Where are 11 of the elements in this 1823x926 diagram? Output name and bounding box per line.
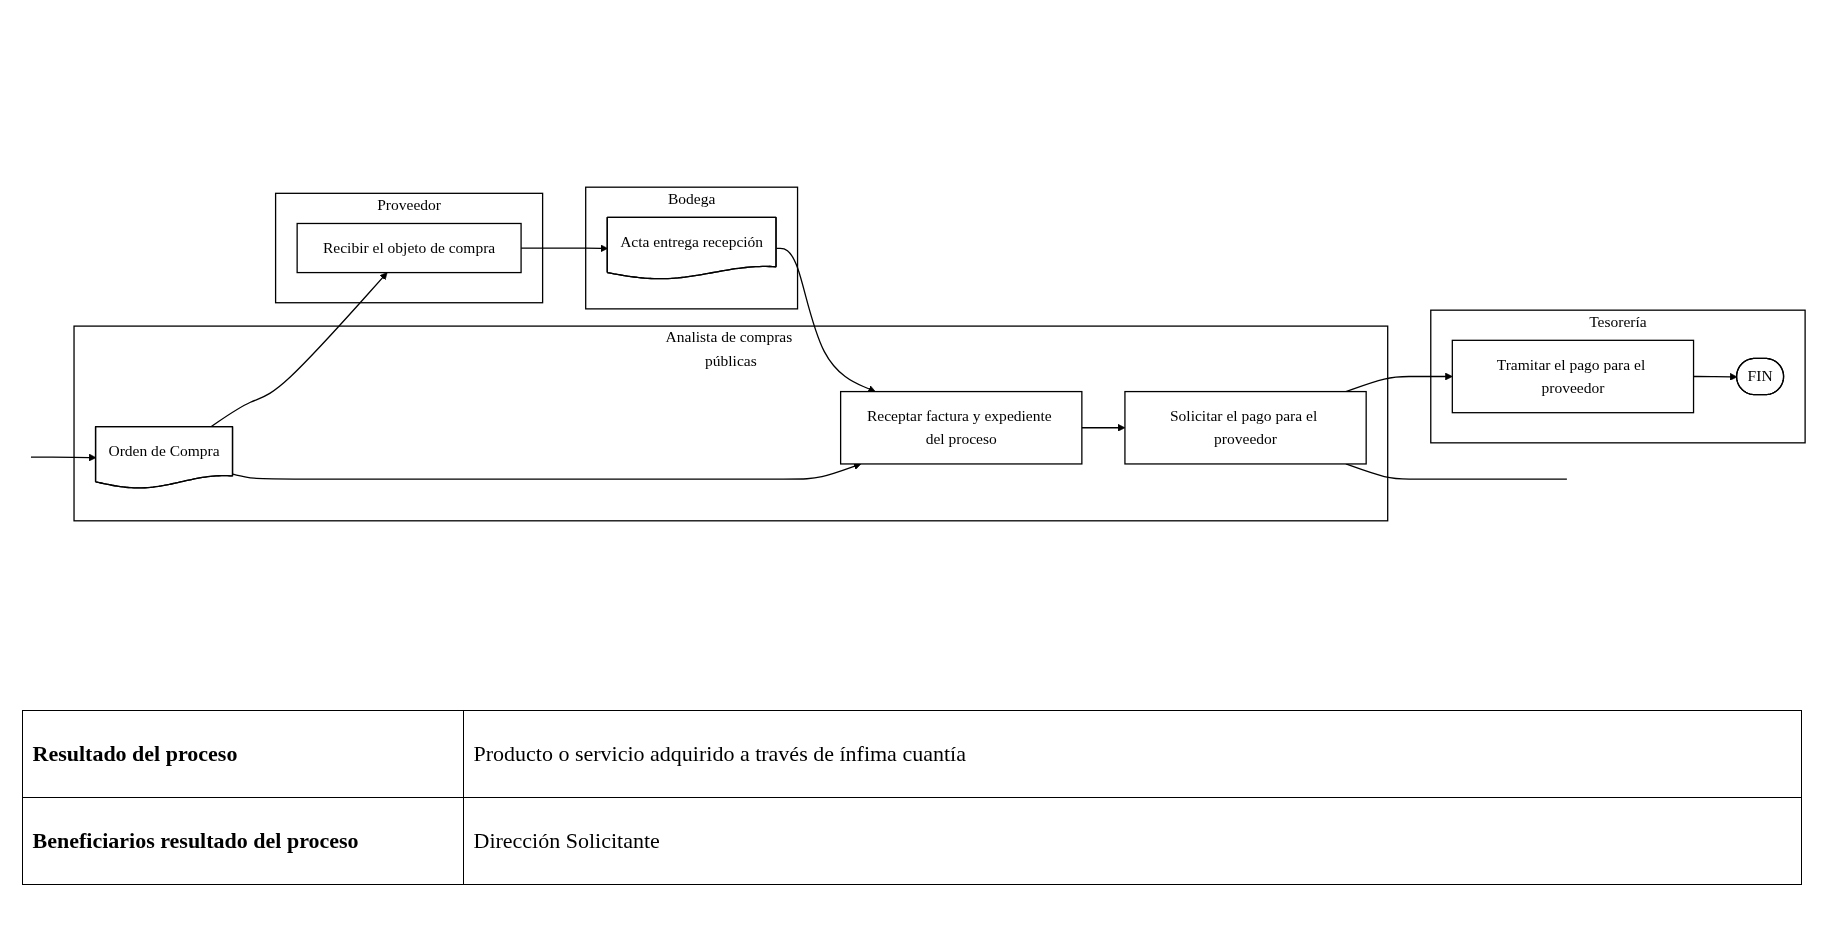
arrow — [231, 462, 861, 480]
row-header: Beneficiarios resultado del proceso — [22, 797, 463, 885]
row-value: Dirección Solicitante — [463, 797, 1801, 885]
node-box: Tramitar el pago para el proveedor — [1451, 339, 1694, 414]
row-header: Resultado del proceso — [22, 710, 463, 798]
arrow — [29, 453, 96, 462]
arrow — [775, 247, 876, 393]
node-box: Solicitar el pago para el proveedor — [1123, 390, 1367, 465]
row-value: Producto o servicio adquirido a través de ínfima cuantía — [463, 710, 1801, 798]
node-box: Receptar factura y expediente del proceso — [839, 390, 1082, 465]
node-box: Recibir el objeto de compra — [296, 222, 522, 274]
